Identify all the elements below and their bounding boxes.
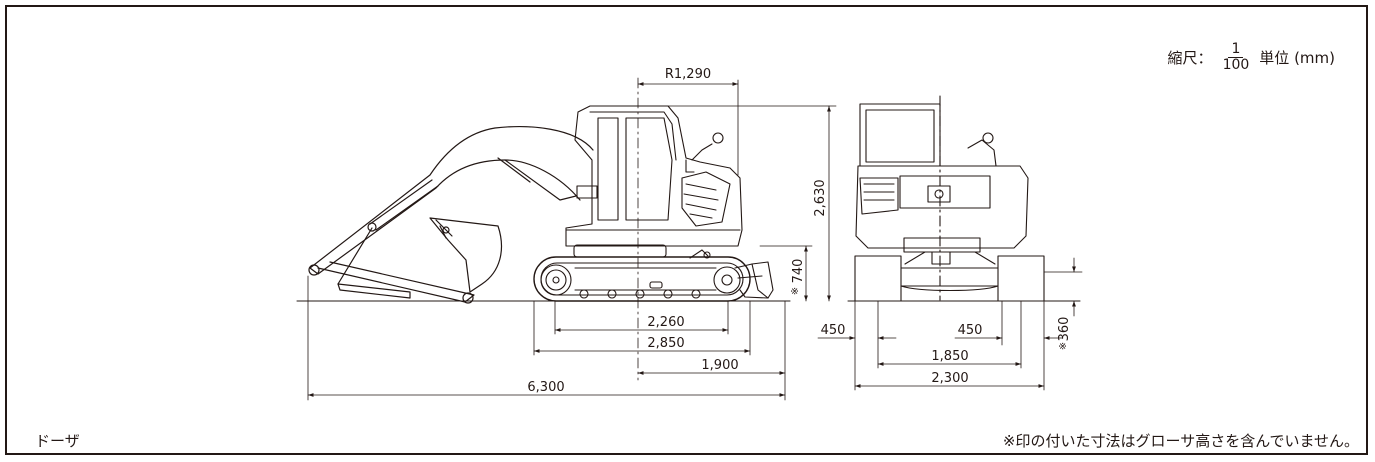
dim-overall-width: 2,300	[931, 371, 968, 386]
front-attachment	[308, 126, 594, 304]
scale-unit: 単位 (mm)	[1259, 49, 1335, 67]
dimension-lines	[307, 77, 1083, 401]
front-view-excavator	[847, 95, 1081, 302]
drawing-frame	[5, 5, 1368, 455]
dim-mark-360: ※	[1058, 342, 1069, 350]
dim-mark-740: ※	[790, 287, 801, 295]
dim-ground-clearance: 360	[1057, 317, 1072, 342]
dim-track-gauge: 1,850	[931, 349, 968, 364]
dozer-blade	[734, 261, 774, 299]
dim-overall-height: 2,630	[813, 179, 828, 216]
dim-tail-swing-radius: R1,290	[665, 67, 711, 82]
scale-fraction: 1 100	[1220, 42, 1253, 73]
scale-legend: 縮尺： 1 100 単位 (mm)	[1168, 42, 1335, 73]
scale-denominator: 100	[1222, 57, 1250, 73]
dim-overall-length: 6,300	[527, 380, 564, 395]
dim-shoe-width-right: 450	[958, 323, 983, 338]
dim-shoe-width-left: 450	[821, 323, 846, 338]
dim-tumbler-distance: 2,260	[647, 315, 684, 330]
scale-label: 縮尺：	[1167, 49, 1213, 67]
upper-structure	[565, 105, 743, 258]
side-view-excavator	[296, 105, 791, 304]
dim-crawler-length: 2,850	[647, 336, 684, 351]
scale-numerator: 1	[1228, 42, 1244, 58]
dim-front-to-swing-center: 1,900	[701, 358, 738, 373]
front-upper-body	[855, 103, 1029, 265]
caption-dozer: ドーザ	[35, 432, 80, 450]
dim-counterweight-clearance: 740	[791, 259, 806, 284]
crawler-track	[533, 249, 751, 302]
footnote: ※印の付いた寸法はグローサ高さを含んでいません。	[1002, 432, 1359, 450]
